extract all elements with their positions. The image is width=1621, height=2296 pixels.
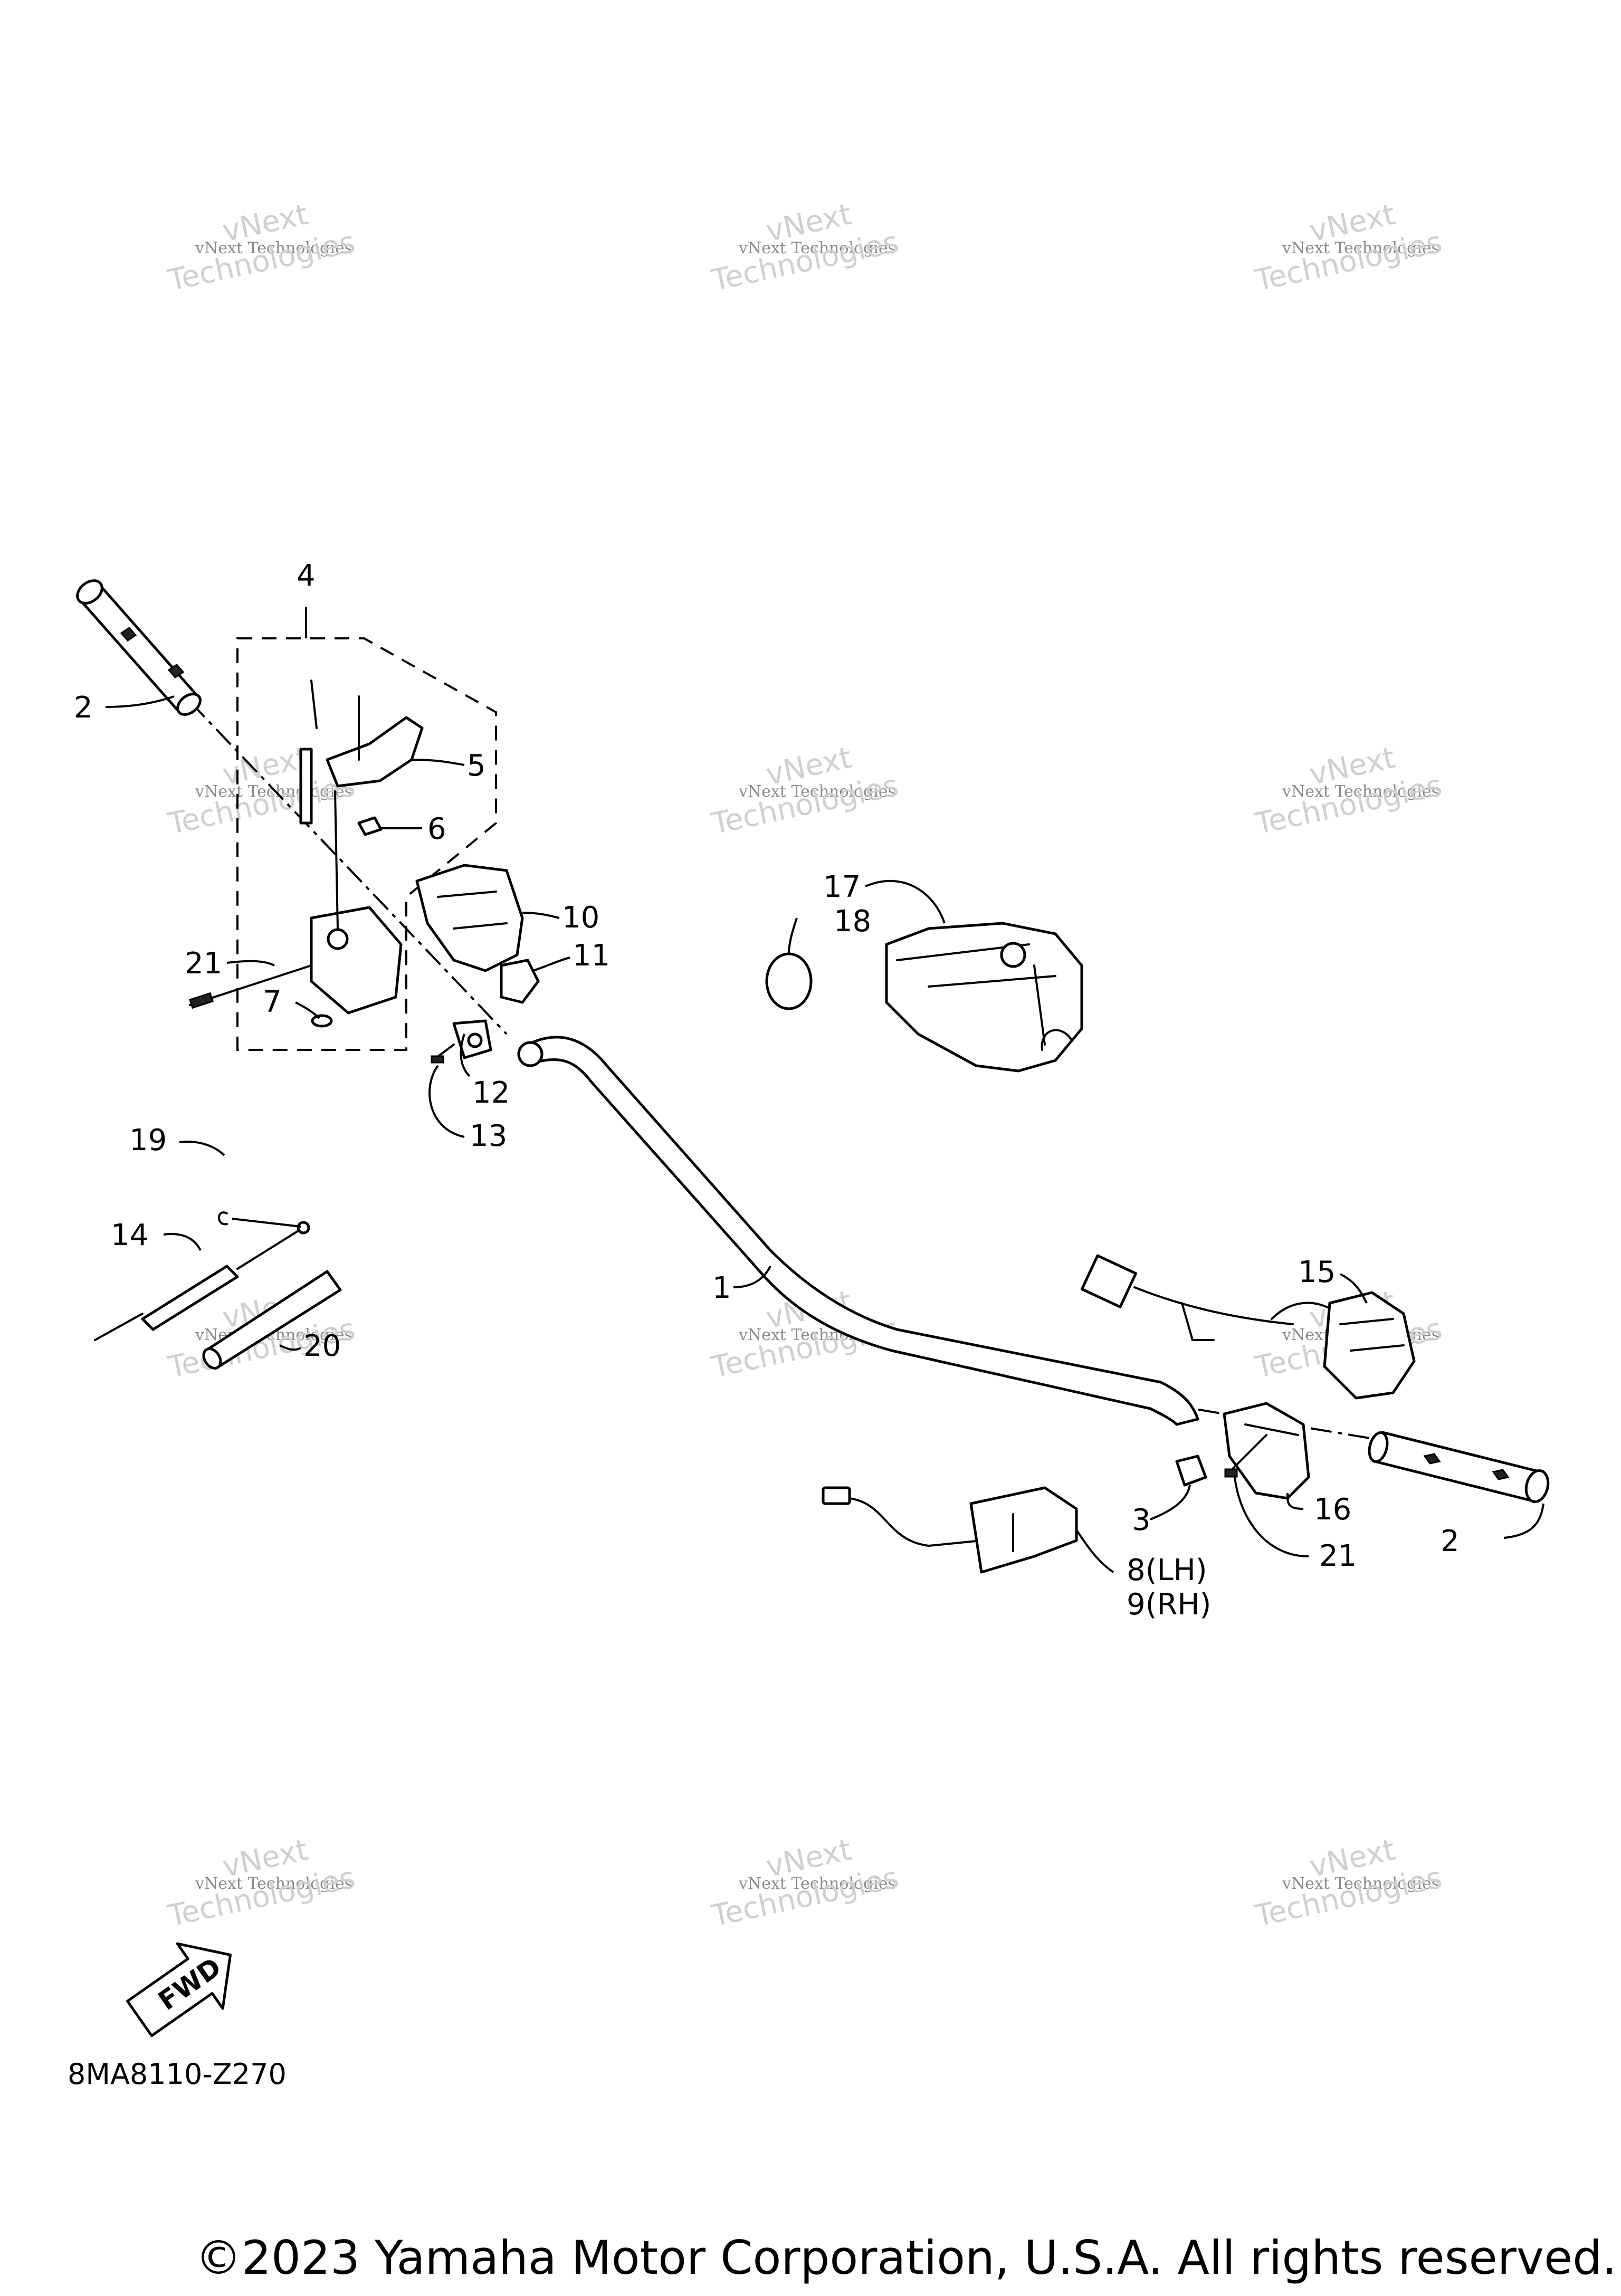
copyright-notice: ©2023 Yamaha Motor Corporation, U.S.A. A… (195, 2231, 1617, 2285)
part-screw-13[interactable] (431, 1044, 455, 1064)
part-grip-left[interactable] (73, 576, 204, 719)
watermark-text: vNext Technologies (738, 239, 896, 257)
callout-3: 3 (1132, 1503, 1151, 1537)
callout-18: 18 (834, 904, 871, 939)
callout-21-left: 21 (185, 946, 222, 981)
watermark-text: vNext Technologies (195, 782, 352, 801)
part-heater-8-9[interactable] (822, 1486, 1078, 1574)
diagram-code: 8MA8110-Z270 (68, 2058, 287, 2091)
callout-1: 1 (712, 1271, 731, 1305)
callout-4: 4 (297, 559, 316, 593)
callout-2-right: 2 (1441, 1524, 1460, 1558)
part-nut-6[interactable] (357, 816, 383, 836)
part-ring-18[interactable] (765, 952, 813, 1010)
watermark-text: vNext Technologies (195, 1874, 352, 1893)
part-handlebar[interactable] (517, 1036, 1199, 1426)
part-screw-21-right[interactable] (1224, 1434, 1267, 1478)
part-screw-21-left[interactable] (189, 964, 312, 1009)
callout-20: 20 (303, 1329, 341, 1363)
watermark-text: vNext Technologies (1282, 239, 1439, 257)
callout-2-left: 2 (74, 691, 93, 725)
watermark-text: vNext Technologies (195, 239, 352, 257)
callout-12: 12 (472, 1076, 510, 1110)
watermark-text: vNext Technologies (1282, 782, 1439, 801)
part-housing-16[interactable] (1223, 1402, 1310, 1500)
part-tube-20[interactable] (200, 1270, 342, 1371)
part-bracket-7[interactable] (310, 790, 403, 1028)
callout-10: 10 (562, 901, 599, 935)
callout-19: 19 (129, 1123, 167, 1157)
callout-11: 11 (573, 939, 610, 973)
part-housing-10[interactable] (415, 864, 524, 972)
callout-6: 6 (427, 812, 446, 846)
callout-5: 5 (467, 749, 486, 783)
part-clip-11[interactable] (500, 959, 540, 1004)
callout-labels: 2 4 5 6 10 11 21 7 12 13 19 14 20 1 17 1… (74, 559, 1460, 1622)
callout-9: 9(RH) (1127, 1587, 1211, 1622)
part-lever[interactable] (299, 680, 424, 825)
part-grip-right[interactable] (1367, 1431, 1551, 1504)
callout-8: 8(LH) (1127, 1553, 1207, 1587)
part-clip-19[interactable] (218, 1211, 301, 1228)
watermark-grid: vNext Technologies Technologies vNext vN… (165, 197, 1445, 1934)
callout-15: 15 (1298, 1255, 1336, 1289)
axis-line-left (189, 701, 508, 1035)
watermark-text: vNext Technologies (1282, 1874, 1439, 1893)
watermark-text: vNext Technologies (738, 1874, 896, 1893)
callout-17: 17 (823, 870, 861, 904)
part-switch-15[interactable] (1080, 1254, 1416, 1400)
watermark-text: vNext Technologies (738, 782, 896, 801)
part-pad-17[interactable] (885, 922, 1083, 1073)
callout-16: 16 (1314, 1493, 1351, 1527)
fwd-arrow-icon: FWD (126, 1942, 232, 2037)
callout-21-right: 21 (1319, 1539, 1357, 1573)
part-cable-14[interactable] (94, 1221, 310, 1341)
callout-13: 13 (470, 1119, 507, 1153)
callout-7: 7 (263, 985, 282, 1019)
leader-lines (105, 695, 1544, 1573)
part-plug-3[interactable] (1175, 1455, 1207, 1487)
assembly-box-4 (236, 637, 497, 1051)
callout-14: 14 (111, 1218, 148, 1252)
part-12[interactable] (452, 1019, 492, 1059)
